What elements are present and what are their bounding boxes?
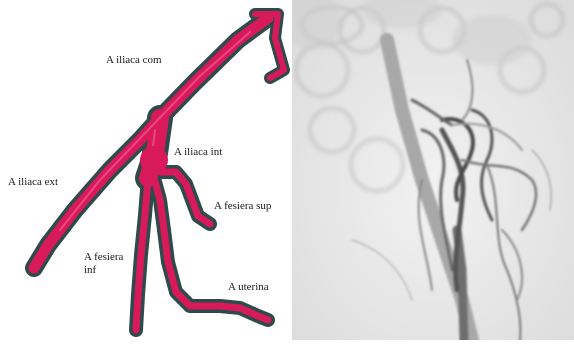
schematic-drawing-panel: A iliaca com A iliaca ext A iliaca int A… (0, 0, 290, 340)
angiogram-image (292, 0, 574, 340)
angiogram-panel (292, 0, 574, 340)
label-uterina: A uterina (228, 281, 269, 294)
label-iliaca-int: A iliaca int (174, 146, 222, 159)
label-iliaca-com: A iliaca com (106, 54, 162, 67)
label-vesica-sup: A fesiera sup (214, 200, 271, 213)
bifurcation-node (140, 146, 168, 174)
label-vesica-inf: A fesiera inf (84, 251, 123, 277)
label-iliaca-ext: A iliaca ext (8, 176, 58, 189)
